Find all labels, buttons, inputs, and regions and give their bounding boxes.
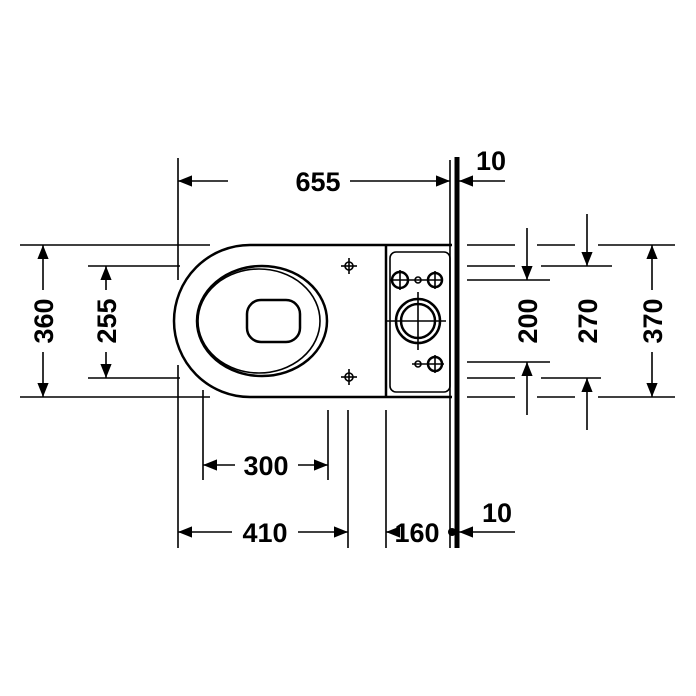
toilet-bowl-outline [172, 243, 452, 399]
dimension-200: 200 [513, 228, 543, 415]
dimension-label: 160 [394, 518, 439, 548]
dimension-270: 270 [573, 214, 603, 430]
dimension-655: 655 [178, 167, 450, 197]
dimension-360: 360 [29, 245, 59, 397]
dimension-label: 410 [242, 518, 287, 548]
cistern-outline [384, 245, 451, 397]
dimension-label: 360 [29, 298, 59, 343]
dimension-10-top: 10 [459, 146, 506, 187]
dimension-255: 255 [92, 266, 122, 378]
dimension-410: 410 [178, 518, 348, 548]
dimension-label: 200 [513, 298, 543, 343]
extension-lines [20, 158, 675, 548]
dimension-label: 655 [295, 167, 340, 197]
dimension-label: 10 [482, 498, 512, 528]
dimension-label: 10 [476, 146, 506, 176]
dimension-label: 300 [243, 451, 288, 481]
dimension-label: 370 [638, 298, 668, 343]
dimension-370: 370 [638, 245, 668, 397]
fixing-point-icon [341, 258, 357, 385]
dimension-10-bottom: 10 [459, 498, 515, 538]
dimension-300: 300 [203, 451, 328, 481]
dimension-label: 270 [573, 298, 603, 343]
wall [449, 157, 460, 548]
dimension-160: 160 [386, 518, 456, 548]
dimension-label: 255 [92, 298, 122, 343]
